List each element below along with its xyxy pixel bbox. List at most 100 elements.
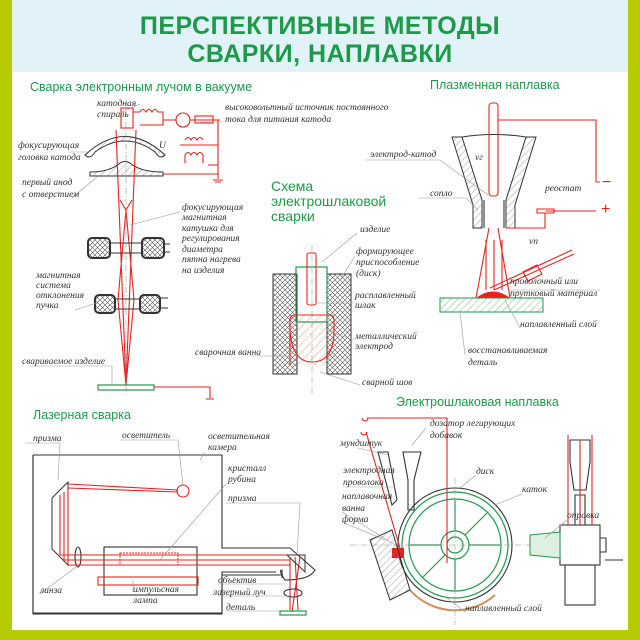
ruby-crystal [119,552,179,566]
label-prism-2: призма [228,494,257,504]
laser-section: Лазерная сварка призма осветитель освети… [25,408,316,616]
esc-section: Электрошлаковая наплавка дозатор легирую… [339,395,623,625]
illuminator-bulb [176,484,190,498]
label-roller: каток [522,485,548,495]
label-workpiece: свариваемое изделие [22,356,105,367]
label-hv-source-2: тока для питания катода [225,114,331,125]
lens-shape [74,546,82,568]
ebeam-labels: катодная спираль высоковольтный источник… [18,98,389,367]
label-cathode-spiral-1: катодная [97,98,136,109]
label-metal-electrode-2: электрод [355,341,393,352]
plasma-section: Плазменная наплавка − + vг vп электрод-к… [365,78,611,368]
label-illuminator: осветитель [122,431,171,441]
label-weld-pool: сварочная ванна [195,348,261,358]
label-weld-seam: сварной шов [362,377,412,388]
ebeam-title: Сварка электронным лучом в вакууме [30,80,252,94]
anode-shape [89,161,164,177]
voltage-label: U [159,141,167,151]
header-band [12,0,628,72]
label-form: форма [342,514,369,525]
ebeam-drawing: U [30,100,223,400]
laser-part [279,610,307,616]
label-disk: диск [476,466,495,477]
page-title-line1: ПЕРСПЕКТИВНЫЕ МЕТОДЫ [139,12,501,40]
label-focus-coil-5: диаметра [182,244,223,255]
page-title-line2: СВАРКИ, НАПЛАВКИ [187,40,453,68]
label-doser-2: добавок [430,430,463,441]
vr-label: vг [475,153,483,163]
label-bath-1: наплавочная [342,492,392,502]
focus-coil-left [87,237,111,259]
laser-drawing [25,439,316,616]
deflect-coil-right [139,294,161,314]
label-focus-coil-7: на изделия [182,265,224,276]
label-crystal-2: рубина [227,474,256,485]
label-slag-2: шлак [355,301,376,311]
vp-label: vп [529,237,538,247]
label-electrode-wire-1: электродная [343,465,395,476]
label-laser-part: деталь [226,602,256,613]
esw-title-2: электрошлаковой [271,193,386,209]
label-deflect-3: отклонения [36,291,84,301]
focus-coil-right [141,237,165,259]
esc-title: Электрошлаковая наплавка [396,395,559,409]
label-focus-coil-3: катушка для [182,223,234,234]
label-rheostat: реостат [544,184,582,194]
label-part-1: восстанавливаемая [468,346,547,356]
hv-resistor [194,115,214,124]
label-electrode-wire-2: проволока [343,478,384,488]
plasma-electrode [488,102,499,197]
label-former-1: формирующее [356,246,414,257]
label-slag-1: расплавленный [354,290,416,301]
label-focus-coil-1: фокусирующая [182,202,243,213]
label-wire-2: прутковый материал [510,288,597,299]
label-lamp-2: лампа [132,596,158,606]
flash-lamp [97,576,199,586]
label-cathode-spiral-2: спираль [97,110,129,120]
label-crystal-1: кристалл [228,464,266,474]
label-prism-1: призма [33,434,62,444]
label-deposited-layer: наплавленный слой [520,319,597,330]
label-lens: линза [39,586,62,596]
esw-section: Схема электрошлаковой сварки изделие фор… [195,178,419,395]
label-hv-source-1: высоковольтный источник постоянного [225,102,389,113]
esw-title-3: сварки [271,208,315,224]
plus-sign: + [601,201,610,218]
focus-head-shape [84,136,166,158]
esc-drawing [341,417,623,625]
label-deflect-4: пучка [36,301,59,311]
label-objective: объектив [218,575,256,586]
lamp-housing [103,546,198,596]
esw-electrode [306,252,317,306]
label-deflect-2: система [36,281,71,291]
label-esc-layer: наплавленный слой [465,603,542,614]
label-electrode-cathode: электрод-катод [370,149,437,160]
label-focus-head-1: фокусирующая [18,140,79,151]
label-chamber-2: камера [208,443,237,453]
esw-title-1: Схема [271,178,313,194]
label-mouthpiece: мундштук [339,438,383,449]
laser-title: Лазерная сварка [33,408,131,422]
ebeam-section: Сварка электронным лучом в вакууме U кат… [18,80,389,400]
esw-drawing [250,232,361,395]
label-metal-electrode-1: металлический [354,331,417,342]
label-focus-coil-6: пятна нагрева [182,255,241,265]
label-focus-head-2: головка катода [18,152,81,163]
label-product: изделие [360,224,390,235]
label-anode-2: с отверстием [22,190,79,200]
plasma-title: Плазменная наплавка [430,78,560,92]
label-mandrel: оправка [567,511,599,521]
label-bath-2: ванна [342,504,365,514]
label-laser-beam: лазерный луч [212,587,266,598]
label-wire-1: проволочный или [510,276,578,287]
deflect-coil-left [94,294,116,314]
label-anode-1: первый анод [22,177,72,188]
label-former-3: (диск) [356,268,381,279]
label-nozzle: сопло [430,189,453,199]
label-focus-coil-4: регулирования [181,234,240,244]
minus-sign: − [602,174,611,191]
cathode-spiral [120,107,134,129]
label-focus-coil-2: магнитная [181,213,227,223]
label-part-2: деталь [468,357,498,368]
